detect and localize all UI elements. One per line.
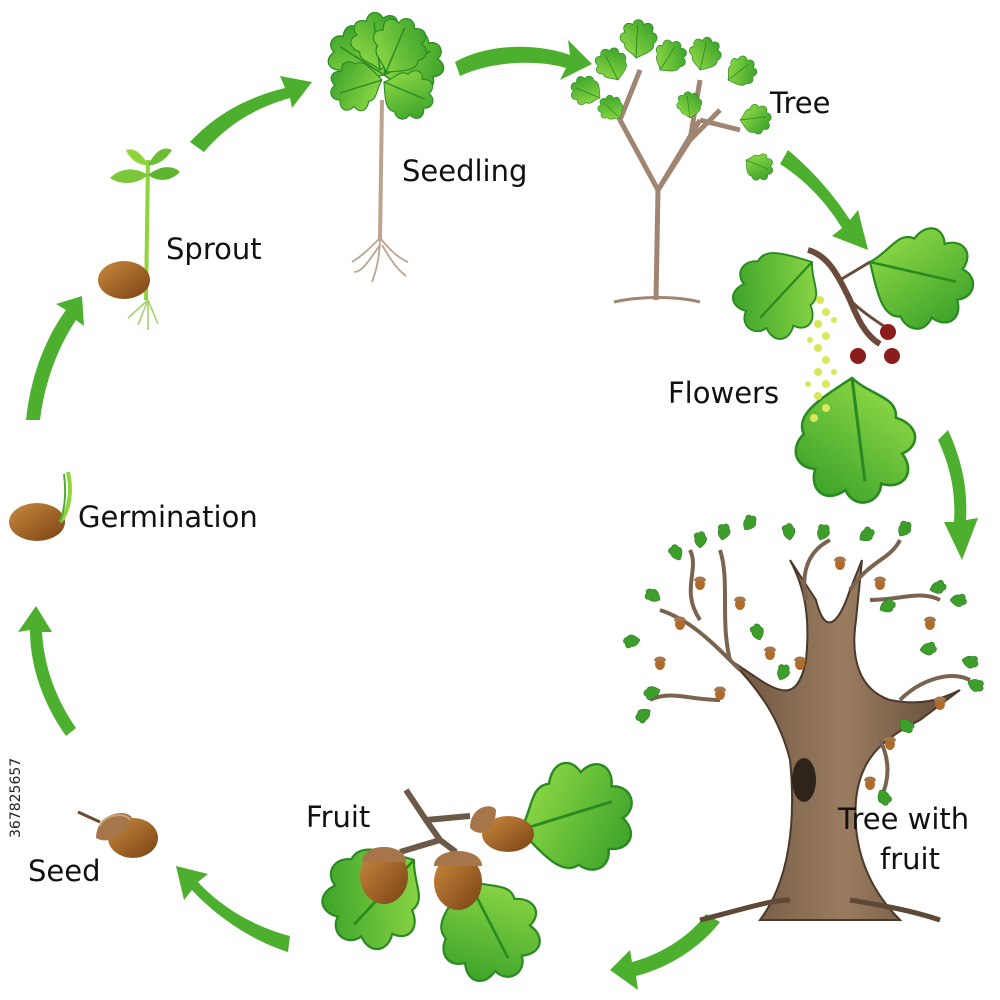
arrow-tree-to-flowers — [780, 150, 868, 250]
seedling-illustration — [316, 7, 456, 283]
label-germination: Germination — [78, 500, 258, 534]
fruit-tree-illustration — [622, 512, 986, 923]
fruit-illustration — [300, 744, 652, 1000]
catkin — [805, 296, 837, 422]
arrow-fruittree-to-fruit — [610, 914, 720, 990]
arrow-sprout-to-seedling — [190, 76, 312, 152]
arrow-flowers-to-fruittree — [938, 430, 978, 560]
label-seed: Seed — [28, 854, 101, 888]
female-flowers — [850, 324, 900, 364]
label-tree-with-fruit-line1: Tree with — [838, 802, 970, 836]
arrow-seedling-to-tree — [455, 40, 592, 80]
arrow-seed-to-germination — [18, 606, 76, 736]
label-tree-with-fruit-line2: fruit — [880, 842, 940, 876]
germination-illustration — [9, 471, 72, 541]
flowers-illustration — [713, 217, 983, 515]
label-seedling: Seedling — [402, 154, 528, 188]
label-tree: Tree — [770, 86, 831, 120]
arrow-fruit-to-seed — [176, 866, 290, 952]
young-tree-illustration — [565, 19, 778, 304]
sprout-illustration — [98, 148, 180, 330]
label-fruit: Fruit — [306, 800, 371, 834]
seed-illustration — [77, 810, 158, 858]
label-sprout: Sprout — [166, 232, 262, 266]
stock-id: 367825657 — [8, 757, 24, 838]
arrow-germination-to-sprout — [26, 296, 84, 420]
label-flowers: Flowers — [668, 376, 780, 410]
cycle-arrows — [18, 40, 978, 990]
